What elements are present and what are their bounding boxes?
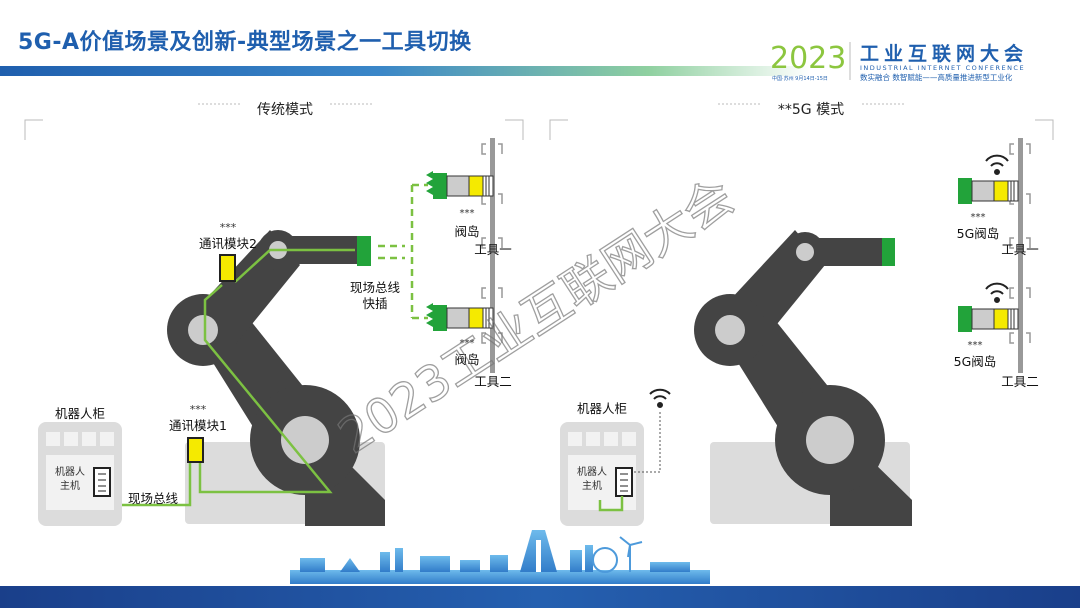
5g-valve-stars-1: *** bbox=[971, 212, 986, 223]
logo-year: 2023 bbox=[770, 41, 846, 76]
right-cabinet-label: 机器人柜 bbox=[577, 401, 627, 416]
wireless-icon-valve-1 bbox=[985, 154, 1009, 175]
valve-island-label-2: 阀岛 bbox=[454, 352, 479, 367]
5g-valve-stars-2: *** bbox=[968, 340, 983, 351]
right-host-label-2: 主机 bbox=[582, 479, 602, 492]
left-host-label-2: 主机 bbox=[60, 479, 80, 492]
city-skyline bbox=[290, 530, 710, 584]
quick-plug bbox=[357, 236, 371, 266]
right-host-label-1: 机器人 bbox=[577, 465, 607, 478]
quick-plug-dashed-link bbox=[378, 183, 428, 320]
left-wiring bbox=[78, 248, 355, 512]
left-cabinet-label: 机器人柜 bbox=[55, 406, 105, 421]
5g-valve-island-2 bbox=[957, 305, 1019, 333]
logo-sub: 中国·苏州 9月14日-15日 bbox=[772, 75, 828, 82]
right-panel-title: **5G 模式 bbox=[778, 102, 844, 118]
quick-plug-label-2: 快插 bbox=[362, 296, 387, 311]
tool-1-label: 工具一 bbox=[474, 242, 512, 257]
comm-module-2-label: 通讯模块2 bbox=[199, 236, 257, 251]
valve-island-label-1: 阀岛 bbox=[454, 224, 479, 239]
logo-slogan: 数实融合 数智赋能——高质量推进新型工业化 bbox=[860, 72, 1013, 82]
5g-valve-label-2: 5G阀岛 bbox=[954, 354, 997, 369]
right-robot-arm bbox=[694, 230, 912, 526]
logo-name: 工业互联网大会 bbox=[860, 42, 1028, 65]
left-panel-title: 传统模式 bbox=[257, 102, 313, 118]
comm-module-1-label: 通讯模块1 bbox=[169, 418, 227, 433]
comm-module-2-stars: *** bbox=[220, 221, 237, 234]
logo-english: INDUSTRIAL INTERNET CONFERENCE bbox=[860, 64, 1025, 72]
watermark: 2023工业互联网大会 bbox=[329, 168, 744, 465]
wireless-icon-valve-2 bbox=[985, 282, 1009, 303]
right-tool-2-label: 工具二 bbox=[1001, 374, 1039, 389]
tool-2-label: 工具二 bbox=[474, 374, 512, 389]
footer-band bbox=[0, 586, 1080, 608]
left-robot-cabinet bbox=[38, 422, 122, 526]
conference-logo: 2023 中国·苏州 9月14日-15日 工业互联网大会 INDUSTRIAL … bbox=[770, 41, 1028, 82]
5g-valve-island-1 bbox=[957, 177, 1019, 205]
wireless-icon-cabinet bbox=[649, 388, 671, 408]
valve-connectors bbox=[426, 171, 433, 327]
quick-plug-label-1: 现场总线 bbox=[350, 280, 401, 295]
5g-valve-label-1: 5G阀岛 bbox=[957, 226, 1000, 241]
comm-module-1-stars: *** bbox=[190, 403, 207, 416]
fieldbus-label: 现场总线 bbox=[128, 491, 179, 506]
title-underline bbox=[0, 66, 1080, 76]
right-panel-frame bbox=[549, 103, 1054, 140]
left-panel-frame bbox=[24, 103, 524, 140]
right-tool-1-label: 工具一 bbox=[1001, 242, 1039, 257]
slide-title: 5G-A价值场景及创新-典型场景之一工具切换 bbox=[18, 30, 472, 55]
right-robot-cabinet bbox=[560, 412, 661, 526]
comm-module-2 bbox=[219, 254, 236, 282]
valve-stars-1: *** bbox=[460, 208, 475, 219]
left-host-label-1: 机器人 bbox=[55, 465, 85, 478]
valve-island-1 bbox=[432, 172, 494, 200]
comm-module-1 bbox=[187, 437, 204, 463]
valve-stars-2: *** bbox=[460, 338, 475, 349]
